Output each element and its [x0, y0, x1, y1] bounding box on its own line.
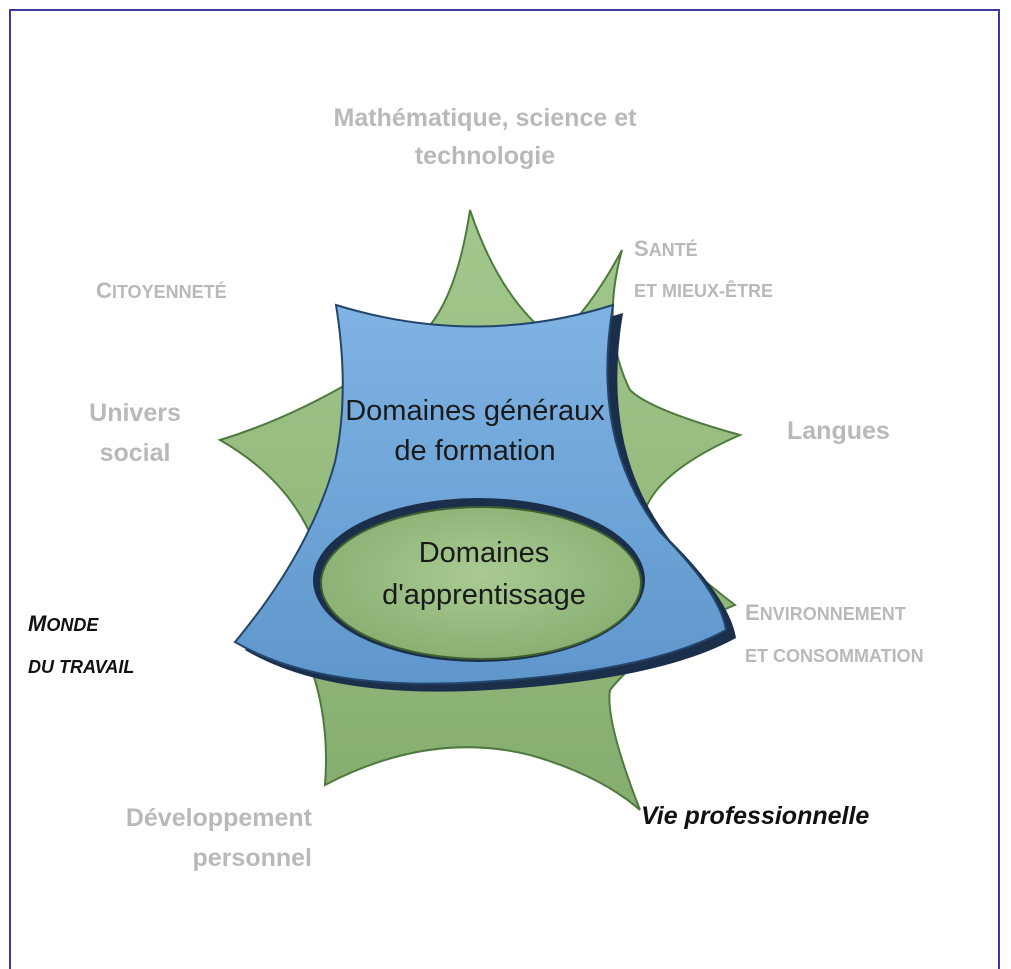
label-univers-line1: Univers — [89, 399, 181, 427]
label-univers-line2: social — [99, 439, 171, 467]
label-sante: Santé et mieux-être — [634, 228, 773, 312]
label-monde-line2: du travail — [28, 657, 135, 677]
diagram-frame — [9, 9, 1000, 969]
label-environnement-line2: et consommation — [745, 646, 924, 666]
label-citoyennete: Citoyenneté — [96, 274, 227, 307]
label-math-line1: Mathématique, science et — [333, 104, 637, 132]
label-math-line2: technologie — [414, 141, 556, 170]
label-environnement-cap: E — [745, 600, 760, 625]
label-langues: Langues — [787, 413, 890, 451]
label-monde-rest: onde — [46, 615, 99, 635]
label-langues-line1: Langues — [787, 417, 890, 445]
label-vie-professionnelle: Vie professionnelle — [641, 798, 869, 836]
label-sante-cap: S — [634, 236, 649, 261]
label-citoyennete-rest: itoyenneté — [111, 282, 227, 302]
label-vie-line1: Vie professionnelle — [641, 802, 870, 830]
label-sante-rest: anté — [648, 240, 698, 260]
inner-title-line1: Domaines — [419, 537, 550, 569]
label-monde-travail: Monde du travail — [28, 603, 134, 688]
outer-title-line1: Domaines généraux — [345, 395, 605, 427]
label-univers-social: Univers social — [60, 393, 210, 473]
label-environnement-rest: nvironnement — [759, 604, 906, 624]
label-developpement: Développement personnel — [120, 798, 312, 878]
label-math: Mathématique, science et technologie — [300, 100, 670, 175]
label-sante-line2: et mieux-être — [634, 281, 774, 301]
outer-title-line2: de formation — [394, 435, 555, 467]
inner-title-line2: d'apprentissage — [382, 579, 586, 611]
label-developpement-line1: Développement — [125, 804, 312, 832]
inner-ellipse — [320, 506, 642, 660]
label-developpement-line2: personnel — [192, 844, 312, 872]
label-environnement: Environnement et consommation — [745, 592, 924, 677]
label-citoyennete-cap: C — [96, 278, 112, 303]
label-monde-cap: M — [28, 611, 47, 636]
